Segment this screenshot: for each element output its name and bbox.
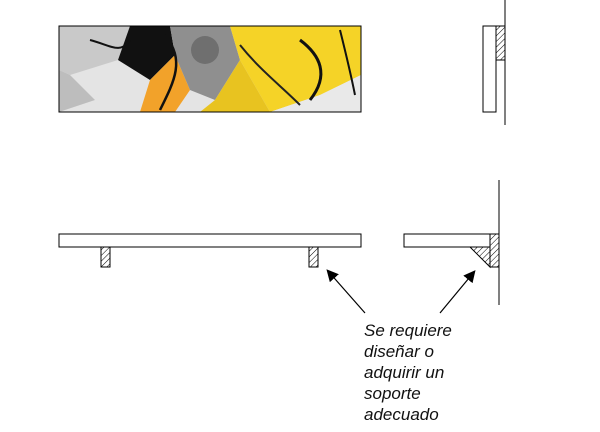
annotation-line: Se requiere [364,321,452,340]
annotation-line: soporte [364,384,421,403]
painting-frame [58,25,362,113]
annotation-line: adquirir un [364,363,445,382]
wall-bracket-bottom [489,233,500,268]
shelf-front-view [58,233,362,268]
arrow-to-front-support [326,269,366,314]
support-left [100,246,111,268]
painting-front-view [59,26,361,112]
annotation-line: adecuado [364,405,439,424]
bracket-gusset [468,246,491,269]
panel-side [482,25,497,113]
annotation-line: diseñar o [364,342,434,361]
shelf-board-side [403,233,491,248]
painting-side-view [482,0,506,125]
shelf-board [58,233,362,248]
support-right [308,246,319,268]
shelf-side-view [403,180,500,305]
annotation-text: Se requiere diseñar o adquirir un soport… [364,320,504,425]
wall-bracket-top [495,25,506,61]
arrow-to-side-support [439,270,476,314]
